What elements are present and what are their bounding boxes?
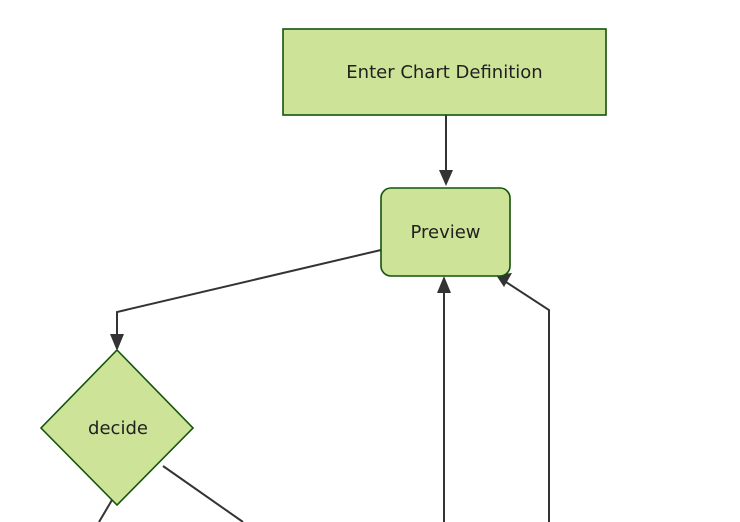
arrowhead-into-decide-top <box>110 334 124 351</box>
node-preview-shape[interactable] <box>380 187 511 277</box>
arrowhead-into-preview-top <box>439 170 453 186</box>
node-decide-shape[interactable] <box>39 348 195 507</box>
node-enter-chart-definition[interactable]: Enter Chart Definition <box>282 28 607 116</box>
arrowhead-into-preview-bottom-center <box>437 276 451 293</box>
node-preview[interactable]: Preview <box>380 187 511 277</box>
edge-decide-to-branch-left <box>98 499 113 522</box>
node-decide-label: decide <box>88 418 148 439</box>
node-decide[interactable]: decide <box>39 348 195 507</box>
edge-group <box>98 115 550 522</box>
edge-preview-to-decide <box>116 249 382 340</box>
node-preview-label: Preview <box>410 222 480 243</box>
edge-return-right-to-preview <box>505 281 550 522</box>
node-enter-chart-definition-shape[interactable] <box>282 28 607 116</box>
edge-decide-to-branch-right <box>162 465 244 522</box>
node-enter-chart-definition-label: Enter Chart Definition <box>346 62 542 83</box>
